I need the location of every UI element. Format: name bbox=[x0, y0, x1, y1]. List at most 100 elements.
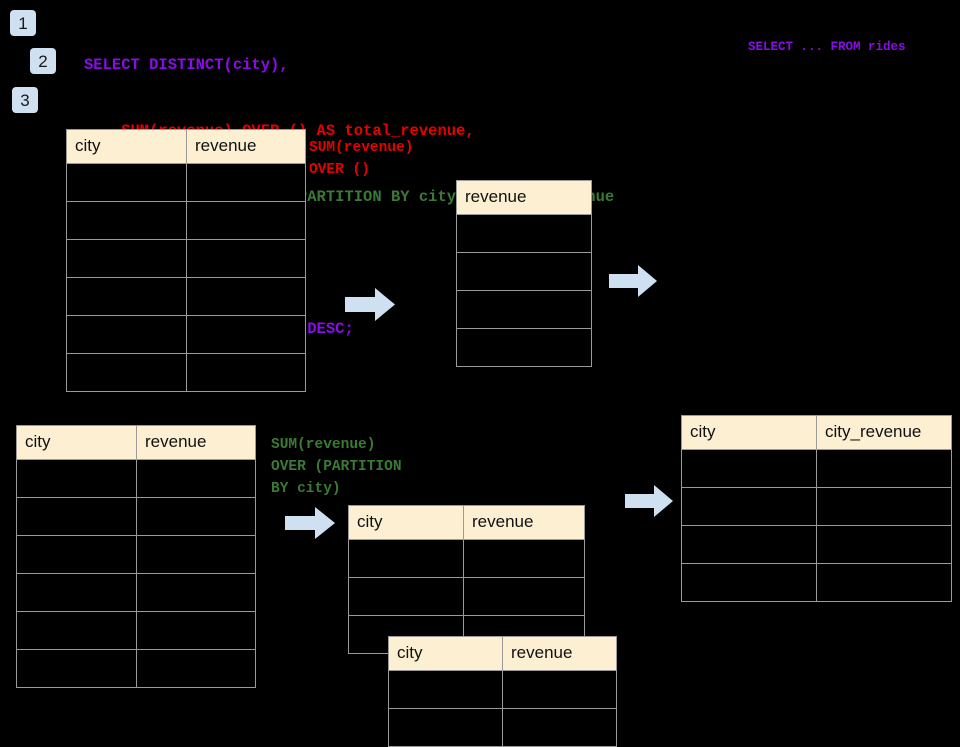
arrow-source-to-total bbox=[345, 288, 395, 326]
table-row bbox=[456, 290, 592, 329]
cell-city bbox=[16, 611, 137, 650]
table-row bbox=[681, 449, 952, 488]
cell-revenue bbox=[186, 201, 306, 240]
cell-city bbox=[348, 577, 464, 616]
cell-city bbox=[66, 239, 187, 278]
table-row bbox=[388, 708, 617, 747]
table-row bbox=[681, 487, 952, 526]
table-row bbox=[456, 214, 592, 253]
cell-revenue bbox=[136, 573, 256, 612]
table-header-row: city revenue bbox=[388, 636, 617, 671]
table-row bbox=[16, 649, 256, 688]
column-header-city: city bbox=[66, 129, 187, 164]
column-header-revenue: revenue bbox=[186, 129, 306, 164]
diagram-canvas: 1 2 3 SELECT DISTINCT(city), SUM(revenue… bbox=[10, 10, 952, 747]
table-row bbox=[681, 563, 952, 602]
step-badge-3[interactable]: 3 bbox=[12, 87, 38, 113]
table-row bbox=[16, 611, 256, 650]
column-header-city: city bbox=[388, 636, 503, 671]
cell-city bbox=[66, 163, 187, 202]
table-row bbox=[16, 497, 256, 536]
cell-city bbox=[681, 563, 817, 602]
cell-city bbox=[16, 649, 137, 688]
cell-city bbox=[66, 315, 187, 354]
cell-revenue bbox=[186, 315, 306, 354]
cell-revenue bbox=[136, 649, 256, 688]
column-header-city: city bbox=[348, 505, 464, 540]
cell-city-revenue bbox=[816, 525, 952, 564]
annotation-city-revenue: SUM(revenue) OVER (PARTITION BY city) bbox=[271, 437, 402, 497]
cell-revenue bbox=[502, 708, 617, 747]
cell-revenue bbox=[136, 459, 256, 498]
table-row bbox=[348, 539, 585, 578]
cell-revenue bbox=[463, 539, 585, 578]
cell-revenue bbox=[136, 497, 256, 536]
arrow-partition-to-result bbox=[625, 485, 673, 522]
cell-city bbox=[681, 525, 817, 564]
cell-revenue bbox=[186, 277, 306, 316]
table-row bbox=[66, 163, 306, 202]
cell-city bbox=[66, 353, 187, 392]
cell-revenue bbox=[456, 252, 592, 291]
cell-city bbox=[66, 277, 187, 316]
cell-city bbox=[681, 449, 817, 488]
table-header-row: city revenue bbox=[66, 129, 306, 164]
column-header-revenue: revenue bbox=[502, 636, 617, 671]
cell-city bbox=[348, 539, 464, 578]
cell-revenue bbox=[186, 163, 306, 202]
table-row bbox=[66, 201, 306, 240]
cell-revenue bbox=[186, 353, 306, 392]
table-row bbox=[456, 252, 592, 291]
table-row bbox=[388, 670, 617, 709]
side-note-select-from-rides: SELECT ... FROM rides bbox=[748, 40, 906, 54]
cell-revenue bbox=[463, 577, 585, 616]
step-badge-2[interactable]: 2 bbox=[30, 48, 56, 74]
column-header-revenue: revenue bbox=[456, 180, 592, 215]
table-row bbox=[681, 525, 952, 564]
annotation-total-revenue: SUM(revenue) OVER () bbox=[309, 140, 414, 178]
cell-city bbox=[16, 535, 137, 574]
table-result-city-revenue: city city_revenue bbox=[681, 415, 952, 602]
cell-revenue bbox=[456, 328, 592, 367]
table-header-row: revenue bbox=[456, 180, 592, 215]
cell-city bbox=[16, 459, 137, 498]
cell-city-revenue bbox=[816, 487, 952, 526]
table-row bbox=[16, 535, 256, 574]
table-source-rides-bottom: city revenue bbox=[16, 425, 256, 688]
table-row bbox=[66, 353, 306, 392]
column-header-city: city bbox=[16, 425, 137, 460]
table-header-row: city city_revenue bbox=[681, 415, 952, 450]
table-header-row: city revenue bbox=[16, 425, 256, 460]
column-header-city-revenue: city_revenue bbox=[816, 415, 952, 450]
cell-revenue bbox=[186, 239, 306, 278]
table-source-rides-top: city revenue bbox=[66, 129, 306, 392]
cell-revenue bbox=[456, 214, 592, 253]
cell-revenue bbox=[456, 290, 592, 329]
cell-city bbox=[681, 487, 817, 526]
arrow-total-to-result bbox=[609, 265, 657, 302]
cell-city bbox=[16, 573, 137, 612]
step-badge-1[interactable]: 1 bbox=[10, 10, 36, 36]
table-row bbox=[66, 239, 306, 278]
column-header-revenue: revenue bbox=[136, 425, 256, 460]
column-header-city: city bbox=[681, 415, 817, 450]
table-row bbox=[456, 328, 592, 367]
table-partition-back: city revenue bbox=[348, 505, 585, 654]
table-row bbox=[66, 315, 306, 354]
table-partition-front: city revenue bbox=[388, 636, 617, 747]
arrow-source-to-partition bbox=[285, 507, 335, 544]
cell-revenue bbox=[136, 535, 256, 574]
table-row bbox=[66, 277, 306, 316]
cell-city bbox=[66, 201, 187, 240]
table-row bbox=[16, 459, 256, 498]
cell-city bbox=[16, 497, 137, 536]
column-header-revenue: revenue bbox=[463, 505, 585, 540]
cell-revenue bbox=[502, 670, 617, 709]
cell-city bbox=[388, 708, 503, 747]
table-row bbox=[348, 577, 585, 616]
table-header-row: city revenue bbox=[348, 505, 585, 540]
table-total-revenue: revenue bbox=[456, 180, 592, 367]
cell-city-revenue bbox=[816, 563, 952, 602]
cell-city-revenue bbox=[816, 449, 952, 488]
sql-line-select: SELECT DISTINCT(city), bbox=[84, 56, 289, 74]
